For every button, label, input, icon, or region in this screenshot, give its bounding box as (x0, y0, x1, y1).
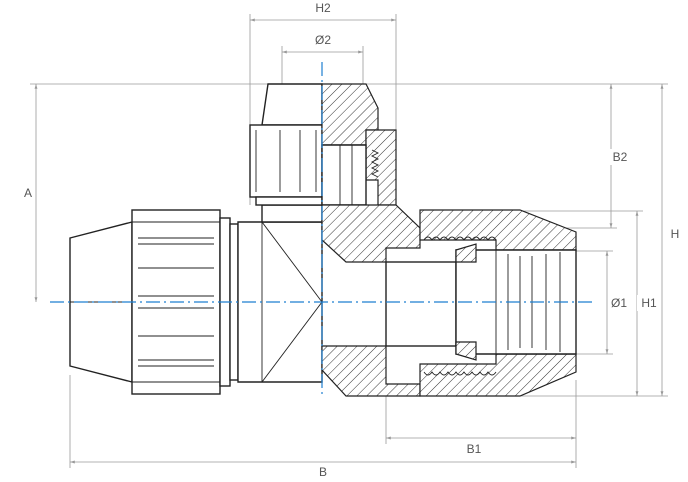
top-compression-fitting (249, 83, 323, 206)
label-h1: H1 (641, 296, 657, 310)
label-h2: H2 (315, 1, 331, 15)
label-h: H (671, 227, 680, 241)
label-d1: Ø1 (611, 296, 627, 310)
label-b: B (319, 465, 327, 479)
label-b2: B2 (613, 150, 628, 164)
label-d2: Ø2 (315, 33, 331, 47)
right-branch-section (321, 204, 577, 397)
dimension-labels: H2 Ø2 A B2 H Ø1 H1 B1 B (24, 0, 686, 479)
center-axes (50, 62, 596, 396)
label-b1: B1 (467, 442, 482, 456)
top-branch-section (321, 83, 397, 206)
tee-body (237, 204, 323, 383)
label-a: A (24, 186, 32, 200)
